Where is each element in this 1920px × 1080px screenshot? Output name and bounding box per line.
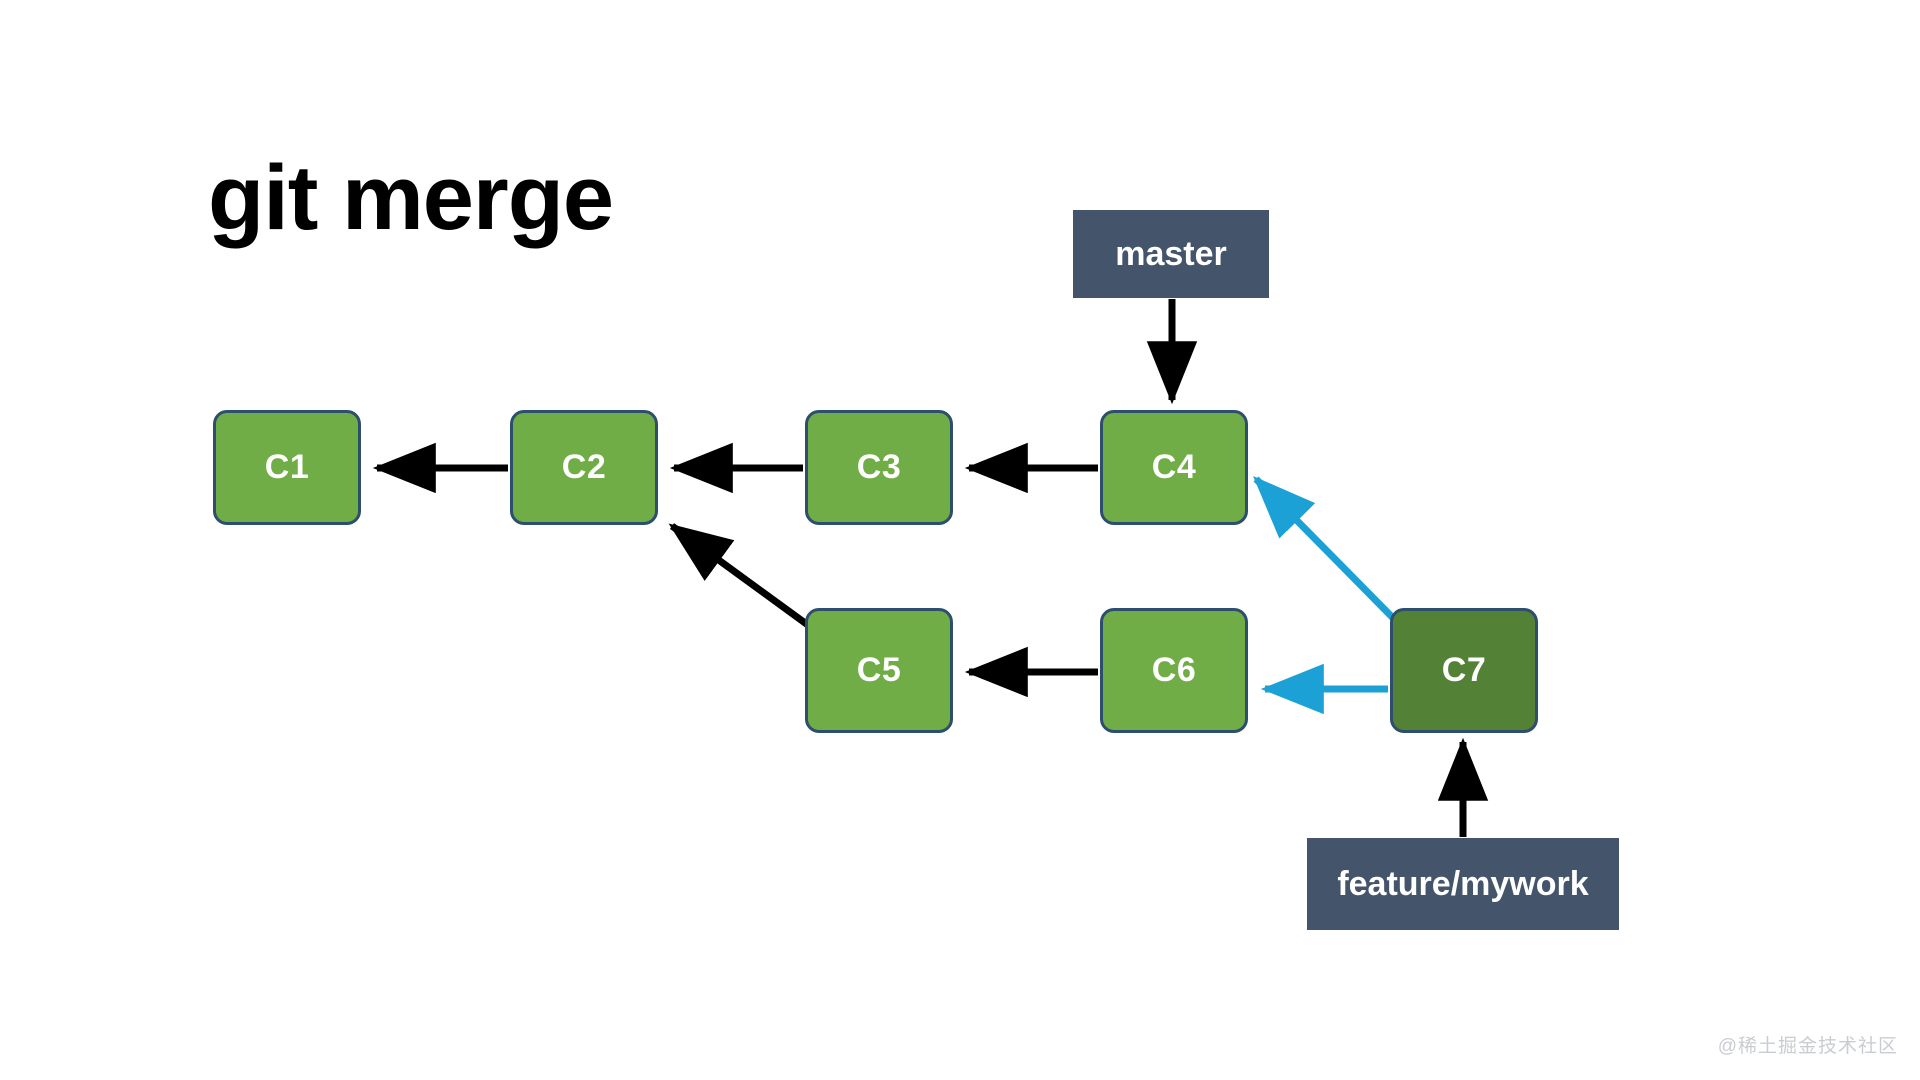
commit-node-c4-label: C4 — [1151, 448, 1197, 486]
branch-label-feature-mywork[interactable]: feature/mywork — [1307, 838, 1619, 930]
commit-node-c1-label: C1 — [264, 448, 310, 486]
commit-node-c6[interactable]: C6 — [1100, 608, 1248, 733]
watermark: @稀土掘金技术社区 — [1717, 1036, 1898, 1057]
commit-node-c2[interactable]: C2 — [510, 410, 658, 525]
branch-label-feature-mywork-text: feature/mywork — [1337, 864, 1589, 903]
commit-node-c1[interactable]: C1 — [213, 410, 361, 525]
commit-node-c5-label: C5 — [856, 651, 902, 689]
branch-label-master-text: master — [1115, 234, 1227, 273]
commit-node-c5[interactable]: C5 — [805, 608, 953, 733]
commit-node-c4[interactable]: C4 — [1100, 410, 1248, 525]
edge-c7-to-c4 — [1253, 476, 1403, 628]
commit-node-c7[interactable]: C7 — [1390, 608, 1538, 733]
edge-c5-to-c2 — [668, 523, 815, 631]
commit-node-c6-label: C6 — [1151, 651, 1197, 689]
page-title: git merge — [208, 147, 614, 249]
commit-node-c7-label: C7 — [1441, 651, 1487, 689]
branch-label-master[interactable]: master — [1073, 210, 1269, 298]
commit-node-c3-label: C3 — [856, 448, 902, 486]
commit-node-c2-label: C2 — [561, 448, 607, 486]
commit-node-c3[interactable]: C3 — [805, 410, 953, 525]
